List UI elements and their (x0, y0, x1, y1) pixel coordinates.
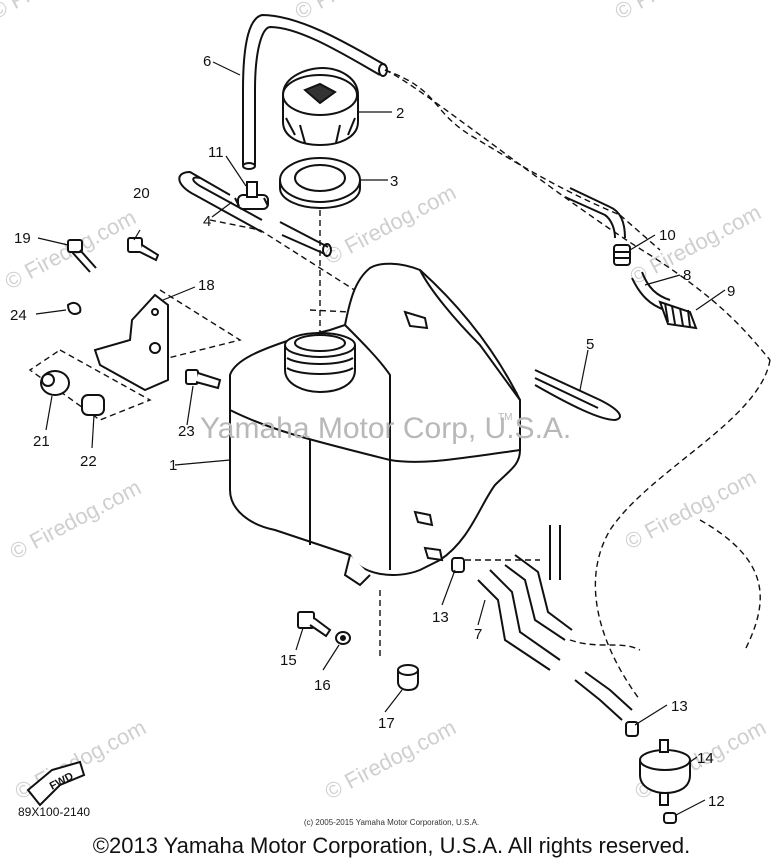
bolt-part-15 (297, 611, 332, 638)
watermark-center: Yamaha Motor Corp, U.S.A. (200, 412, 571, 445)
clip-part-24 (66, 302, 82, 315)
bracket-part-18 (93, 293, 169, 392)
clamp-part-12 (663, 812, 677, 824)
collar-part-17 (397, 664, 419, 692)
callout-20: 20 (133, 185, 150, 202)
callout-15: 15 (280, 652, 297, 669)
collar-part-22 (81, 394, 105, 416)
callout-24: 24 (10, 307, 27, 324)
callout-12: 12 (708, 793, 725, 810)
watermark-brand: © Firedog.com (621, 464, 760, 554)
callout-4: 4 (203, 213, 211, 230)
callout-19: 19 (14, 230, 31, 247)
clamp-part-13 (451, 557, 639, 737)
callout-17: 17 (378, 715, 395, 732)
watermark-brand: © Firedog.com (291, 0, 430, 24)
callout-5: 5 (586, 336, 594, 353)
callout-11: 11 (208, 144, 224, 161)
callout-22: 22 (80, 453, 97, 470)
callout-numbers: 1 2 3 4 5 6 7 8 9 10 11 12 13 13 14 15 1… (10, 53, 735, 810)
callout-16: 16 (314, 677, 331, 694)
fwd-arrow-icon: FWD (26, 760, 86, 807)
callout-18: 18 (198, 277, 215, 294)
watermark-brand: © Firedog.com (321, 179, 460, 269)
washer-part-16 (335, 631, 351, 645)
gasket-part-3 (279, 157, 361, 210)
callout-10: 10 (659, 227, 676, 244)
watermark-tm: TM (498, 412, 512, 423)
fuel-cap-part-2 (282, 66, 359, 147)
callout-6: 6 (203, 53, 211, 70)
callout-3: 3 (390, 173, 398, 190)
watermark-brand: © Firedog.com (626, 199, 765, 289)
watermark-brand: © Firedog.com (0, 0, 125, 24)
watermark-brand: © Firedog.com (611, 0, 750, 24)
callout-8: 8 (683, 267, 691, 284)
callout-1: 1 (169, 457, 177, 474)
bolt-part-19 (67, 239, 97, 273)
leader-lines (35, 61, 726, 816)
filter-part-9 (658, 300, 698, 330)
fitting-part-10 (613, 244, 631, 266)
callout-13b: 13 (671, 698, 688, 715)
hose-part-7 (477, 525, 633, 721)
filler-neck (284, 332, 356, 394)
footer-copyright: ©2013 Yamaha Motor Corporation, U.S.A. A… (92, 833, 691, 858)
callout-21: 21 (33, 433, 50, 450)
watermark-brand: © Firedog.com (6, 474, 145, 564)
hose-segment-upper (564, 187, 626, 239)
fuel-filter-part-14 (639, 739, 691, 806)
small-copyright: (c) 2005-2015 Yamaha Motor Corporation, … (303, 818, 480, 827)
diagram-code: 89X100-2140 (18, 805, 91, 819)
callout-23: 23 (178, 423, 195, 440)
callout-14: 14 (697, 750, 714, 767)
tee-joint-part-11 (234, 181, 269, 210)
callout-2: 2 (396, 105, 404, 122)
grommet-part-21 (40, 370, 70, 396)
bolt-part-20 (127, 237, 160, 262)
callout-7: 7 (474, 626, 482, 643)
bolt-part-23 (185, 369, 222, 390)
callout-13a: 13 (432, 609, 449, 626)
callout-9: 9 (727, 283, 735, 300)
hose-part-4 (178, 170, 332, 257)
strap-part-5 (534, 369, 621, 422)
breather-hose-part-6 (242, 13, 388, 170)
